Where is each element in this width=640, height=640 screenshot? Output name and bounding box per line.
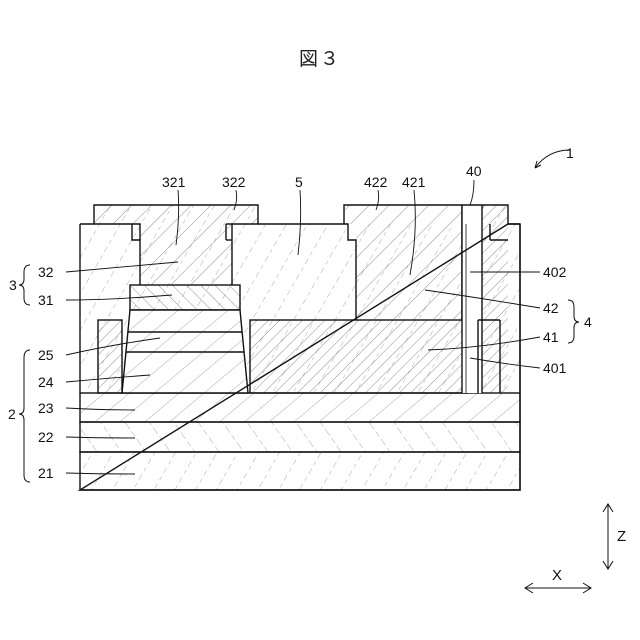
layer-21 bbox=[80, 452, 520, 490]
label-31: 31 bbox=[38, 292, 54, 308]
label-5: 5 bbox=[295, 174, 303, 190]
electrode-42 bbox=[344, 205, 462, 320]
label-23: 23 bbox=[38, 400, 54, 416]
label-24: 24 bbox=[38, 374, 54, 390]
label-401: 401 bbox=[543, 360, 567, 376]
label-22: 22 bbox=[38, 429, 54, 445]
layer-31 bbox=[130, 285, 240, 310]
label-32: 32 bbox=[38, 264, 54, 280]
axis-x-label: X bbox=[552, 567, 562, 584]
label-321: 321 bbox=[162, 174, 186, 190]
label-3: 3 bbox=[9, 277, 17, 293]
label-40: 40 bbox=[466, 163, 482, 179]
label-2: 2 bbox=[8, 406, 16, 422]
label-322: 322 bbox=[222, 174, 246, 190]
label-421: 421 bbox=[402, 174, 426, 190]
label-422: 422 bbox=[364, 174, 388, 190]
mesa-24-25 bbox=[122, 310, 248, 393]
axis-z-label: Z bbox=[617, 528, 626, 545]
label-41: 41 bbox=[543, 329, 559, 345]
label-42: 42 bbox=[543, 300, 559, 316]
label-4: 4 bbox=[584, 314, 592, 330]
label-402: 402 bbox=[543, 264, 567, 280]
axes-indicator: Z X bbox=[525, 504, 626, 593]
layer-22 bbox=[80, 422, 520, 452]
layer-41 bbox=[250, 320, 468, 393]
label-21: 21 bbox=[38, 465, 54, 481]
label-25: 25 bbox=[38, 347, 54, 363]
left-pillar bbox=[98, 320, 122, 393]
layer-23 bbox=[80, 393, 520, 422]
label-1: 1 bbox=[566, 145, 574, 161]
